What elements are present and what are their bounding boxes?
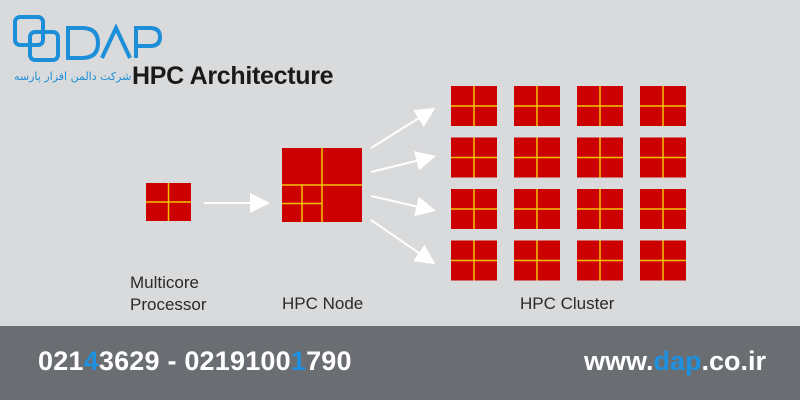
cluster-node-block — [577, 240, 623, 281]
page-title: HPC Architecture — [132, 62, 334, 90]
phone-highlight-1: 4 — [83, 346, 99, 376]
url-prefix: www. — [583, 346, 654, 376]
cluster-node-block — [514, 137, 560, 178]
diagram-stage: شرکت دالمن افزار پارسه HPC Architecture — [13, 15, 686, 316]
cluster-node-block — [577, 189, 623, 229]
hpc-node-block — [282, 148, 362, 222]
cluster-node-block — [640, 86, 686, 126]
cluster-node-block — [640, 189, 686, 229]
multicore-processor-label: Multicore Processor — [130, 272, 207, 316]
phone-numbers: 02143629 - 02191001790 — [38, 346, 352, 377]
phone-text-2: 3629 - 021910 — [98, 346, 276, 376]
hpc-cluster-grid — [451, 86, 686, 281]
hpc-diagram — [146, 86, 686, 281]
arrow-node-to-cluster-4 — [370, 219, 436, 265]
cluster-node-block — [451, 86, 497, 126]
phone-text-1: 021 — [38, 346, 84, 376]
cluster-node-block — [451, 240, 497, 281]
cluster-node-block — [514, 189, 560, 229]
cluster-node-block — [640, 137, 686, 178]
cluster-node-block — [514, 86, 560, 126]
footer-bar: 02143629 - 02191001790 www.dap.co.ir — [0, 326, 800, 400]
multicore-label-line1: Multicore — [130, 273, 199, 292]
logo-subtitle: شرکت دالمن افزار پارسه — [14, 70, 132, 83]
multicore-processor-block — [146, 183, 191, 221]
cluster-node-block — [514, 240, 560, 281]
website-url[interactable]: www.dap.co.ir — [584, 346, 766, 377]
dap-logo — [13, 15, 163, 62]
arrow-node-to-cluster-2 — [370, 151, 436, 173]
cluster-node-block — [577, 137, 623, 178]
phone-highlight-2: 1 — [290, 346, 307, 376]
cluster-node-block — [577, 86, 623, 126]
cluster-node-block — [640, 240, 686, 281]
arrow-node-to-cluster-3 — [370, 195, 436, 217]
arrow-node-to-cluster-1 — [370, 107, 436, 149]
phone-text-3: 0 — [275, 346, 291, 376]
phone-text-4: 790 — [306, 346, 352, 376]
hpc-node-label: HPC Node — [282, 294, 364, 313]
multicore-label-line2: Processor — [130, 295, 207, 314]
url-highlight: dap — [653, 346, 702, 376]
cluster-node-block — [451, 137, 497, 178]
cluster-node-block — [451, 189, 497, 229]
url-suffix: .co.ir — [701, 346, 766, 376]
hpc-cluster-label: HPC Cluster — [520, 294, 615, 313]
